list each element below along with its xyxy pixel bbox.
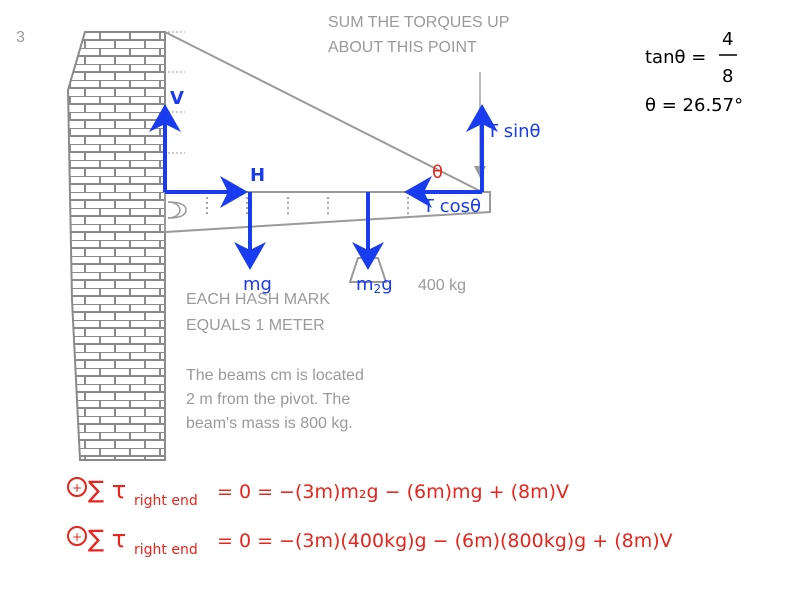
tan-denominator: 8 <box>722 66 733 87</box>
tan-lhs: tanθ = <box>645 47 706 68</box>
annotation-line2: ABOUT THIS POINT <box>328 39 477 56</box>
svg-text:= 0 = −(3m)m₂g − (6m)mg + (8m): = 0 = −(3m)m₂g − (6m)mg + (8m)V <box>217 481 569 503</box>
label-m2g: m2g <box>356 274 393 296</box>
ccw-rotation-icon <box>67 526 87 546</box>
ccw-rotation-icon <box>67 477 87 497</box>
label-h: H <box>250 165 265 186</box>
svg-text:∑ τ: ∑ τ <box>88 525 126 553</box>
description-line2: 2 m from the pivot. The <box>186 391 350 408</box>
cable <box>164 31 483 193</box>
svg-text:right end: right end <box>134 542 198 558</box>
label-mg: mg <box>243 274 272 295</box>
label-tcos: T cosθ <box>422 196 481 217</box>
equation-1: + ∑ τ right end = 0 = −(3m)m₂g − (6m)mg … <box>67 476 569 509</box>
hash-note-line1: EACH HASH MARK <box>186 291 330 308</box>
svg-text:∑ τ: ∑ τ <box>88 476 126 504</box>
equation-2: + ∑ τ right end = 0 = −(3m)(400kg)g − (6… <box>67 525 673 558</box>
hash-note-line2: EQUALS 1 METER <box>186 317 325 334</box>
pivot-pin <box>167 201 187 219</box>
svg-text:+: + <box>72 530 82 544</box>
label-theta: θ <box>432 162 443 183</box>
description-line3: beam's mass is 800 kg. <box>186 415 353 432</box>
theta-value: θ = 26.57° <box>645 95 743 116</box>
svg-text:= 0 = −(3m)(400kg)g − (6m)(800: = 0 = −(3m)(400kg)g − (6m)(800kg)g + (8m… <box>217 530 673 552</box>
label-tsin: T sinθ <box>486 121 541 142</box>
tan-numerator: 4 <box>722 29 733 50</box>
svg-text:right end: right end <box>134 493 198 509</box>
svg-text:+: + <box>72 481 82 495</box>
annotation-line1: SUM THE TORQUES UP <box>328 14 509 31</box>
description-line1: The beams cm is located <box>186 367 364 384</box>
weight-label: 400 kg <box>418 277 466 294</box>
brick-wall <box>66 31 166 461</box>
problem-number: 3 <box>16 29 25 46</box>
label-v: V <box>170 88 184 109</box>
